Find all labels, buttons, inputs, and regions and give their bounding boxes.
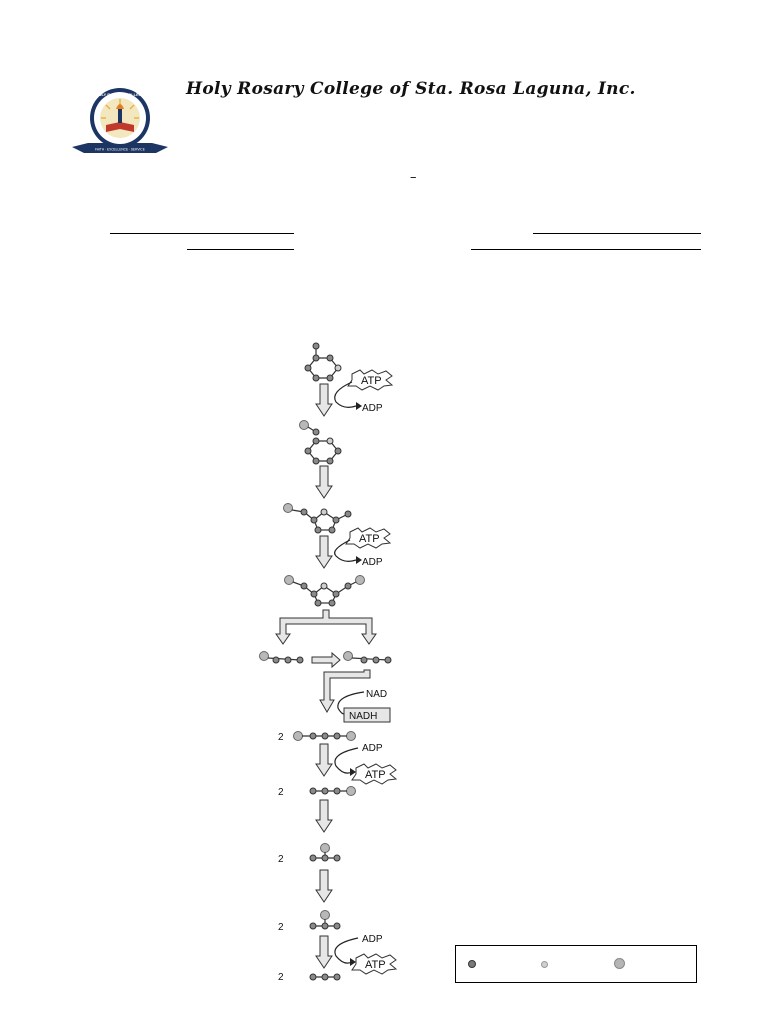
school-name: Holy Rosary College of Sta. Rosa Laguna,… bbox=[186, 79, 636, 99]
blank-line-score bbox=[471, 249, 701, 250]
legend-phosphate-marker bbox=[614, 958, 625, 969]
legend-box bbox=[455, 945, 697, 983]
svg-text:ATP: ATP bbox=[359, 533, 380, 545]
fructose-1-6-bisphosphate bbox=[284, 575, 365, 607]
3-phosphoglycerate bbox=[309, 786, 356, 796]
blank-line-section bbox=[187, 249, 294, 250]
2-phosphoglycerate bbox=[309, 843, 341, 862]
blank-line-name bbox=[110, 233, 294, 234]
glucose-molecule bbox=[304, 342, 342, 382]
svg-text:ADP: ADP bbox=[362, 743, 383, 754]
atp-burst-4: ATP bbox=[351, 953, 398, 975]
pyruvate bbox=[309, 973, 341, 981]
svg-text:2: 2 bbox=[278, 922, 284, 933]
legend-light-marker bbox=[541, 961, 548, 968]
svg-text:NAD: NAD bbox=[366, 689, 387, 700]
svg-text:NADH: NADH bbox=[349, 711, 377, 722]
svg-text:ATP: ATP bbox=[361, 375, 382, 387]
adp-label: ADP bbox=[362, 403, 383, 414]
split-arrow bbox=[275, 609, 377, 645]
glyceraldehyde-3-phosphate bbox=[343, 651, 392, 664]
svg-text:FAITH · EXCELLENCE · SERVICE: FAITH · EXCELLENCE · SERVICE bbox=[95, 148, 145, 152]
atp-burst-1: ATP bbox=[347, 369, 394, 391]
svg-text:ADP: ADP bbox=[362, 934, 383, 945]
dihydroxyacetone-phosphate bbox=[259, 651, 304, 664]
isomerase-arrow bbox=[311, 651, 341, 669]
svg-text:HOLY ROSARY COLLEGE: HOLY ROSARY COLLEGE bbox=[95, 92, 144, 97]
svg-text:ATP: ATP bbox=[365, 959, 386, 971]
svg-text:2: 2 bbox=[278, 854, 284, 865]
phosphoenolpyruvate bbox=[309, 910, 341, 930]
atp-burst-2: ATP bbox=[345, 527, 392, 549]
svg-text:2: 2 bbox=[278, 972, 284, 983]
legend-carbon-marker bbox=[468, 960, 476, 968]
1-3-bisphosphoglycerate bbox=[293, 731, 356, 741]
school-logo: FAITH · EXCELLENCE · SERVICE HOLY ROSARY… bbox=[72, 88, 168, 153]
atp-burst-3: ATP bbox=[351, 763, 398, 785]
svg-text:ADP: ADP bbox=[362, 557, 383, 568]
bent-arrow bbox=[319, 669, 371, 713]
svg-text:2: 2 bbox=[278, 732, 284, 743]
blank-line-date bbox=[533, 233, 701, 234]
fructose-6-phosphate bbox=[283, 503, 352, 534]
svg-text:ATP: ATP bbox=[365, 769, 386, 781]
nadh-box: NADH bbox=[343, 707, 391, 723]
glucose-6-phosphate bbox=[299, 420, 342, 465]
glycolysis-diagram: ATP ADP ATP ADP bbox=[259, 342, 398, 983]
title-dash: – bbox=[410, 170, 417, 185]
svg-text:2: 2 bbox=[278, 787, 284, 798]
